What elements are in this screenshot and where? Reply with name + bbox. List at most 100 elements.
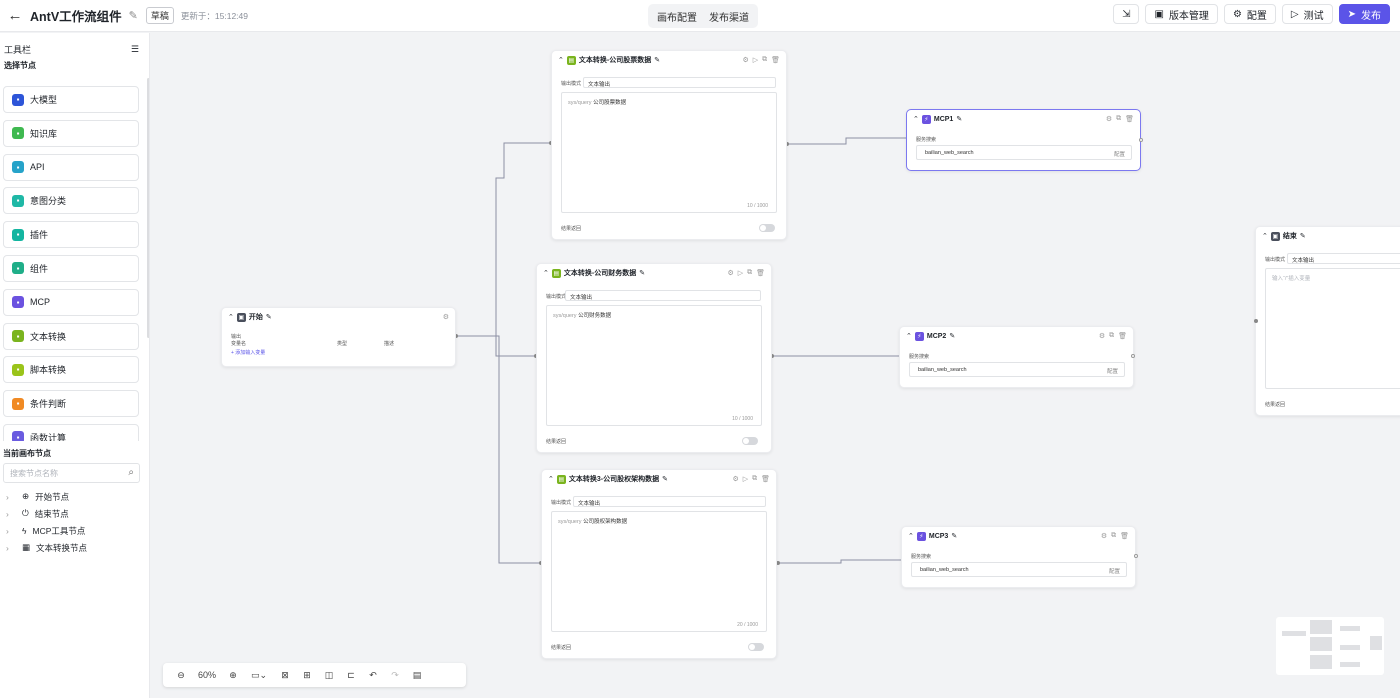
text-transform-node-2[interactable]: ⌃▤文本转换-公司财务数据✎⚙▷⧉🗑 输出模式 文本输出 sys/query 公…	[536, 263, 772, 453]
chevron-up-icon[interactable]: ⌃	[558, 57, 564, 64]
template-textarea[interactable]: sys/query 公司财务数据 10 / 1000	[546, 305, 762, 426]
chevron-right-icon[interactable]: ›	[6, 508, 9, 519]
split-icon[interactable]: ◫	[324, 669, 334, 680]
minimap[interactable]	[1276, 617, 1384, 675]
tree-item[interactable]: ›▦文本转换节点	[6, 539, 87, 556]
undo-icon[interactable]: ↶	[369, 669, 377, 680]
copy-icon[interactable]: ⧉	[1111, 532, 1117, 539]
play-icon[interactable]: ▷	[742, 476, 749, 483]
edit-icon[interactable]: ✎	[956, 116, 963, 123]
version-button[interactable]: ▣版本管理	[1145, 4, 1218, 24]
chevron-up-icon[interactable]: ⌃	[1262, 233, 1268, 240]
delete-icon[interactable]: 🗑	[756, 270, 765, 277]
edit-icon[interactable]: ✎	[265, 314, 272, 321]
fullscreen-button[interactable]: ⇲	[1113, 4, 1140, 24]
config-button[interactable]: ⚙配置	[1223, 4, 1276, 24]
palette-item[interactable]: ▪大模型	[3, 86, 139, 113]
output-textarea[interactable]: 输入“/”插入变量	[1265, 268, 1400, 389]
copy-icon[interactable]: ⧉	[1109, 332, 1115, 339]
mcp3-output-port[interactable]	[1134, 554, 1138, 558]
settings-icon[interactable]: ⚙	[732, 476, 739, 483]
chevron-up-icon[interactable]: ⌃	[908, 533, 914, 540]
palette-item[interactable]: ▪脚本转换	[3, 356, 139, 384]
delete-icon[interactable]: 🗑	[1125, 116, 1134, 123]
back-arrow-icon[interactable]: ←	[7, 7, 23, 24]
mcp2-output-port[interactable]	[1131, 354, 1135, 358]
palette-item[interactable]: ▪组件	[3, 254, 139, 282]
palette-item[interactable]: ▪意图分类	[3, 187, 139, 215]
tree-item[interactable]: ›⊕开始节点	[6, 488, 87, 505]
mode-select[interactable]: 文本输出	[1287, 253, 1400, 264]
tab-canvas-config[interactable]: 画布配置	[657, 12, 697, 24]
palette-item[interactable]: ▪知识库	[3, 119, 139, 147]
delete-icon[interactable]: 🗑	[1120, 533, 1129, 540]
copy-icon[interactable]: ⧉	[762, 56, 768, 63]
mode-select[interactable]: 文本输出	[583, 77, 776, 88]
auto-layout-icon[interactable]: ⊠	[281, 669, 289, 680]
add-input-link[interactable]: + 添加输入变量	[231, 350, 266, 356]
play-icon[interactable]: ▷	[737, 270, 744, 277]
settings-icon[interactable]: ⚙	[1105, 116, 1113, 123]
edit-icon[interactable]: ✎	[949, 333, 956, 340]
edit-icon[interactable]: ✎	[639, 270, 646, 277]
service-config-link[interactable]: 配置	[1113, 152, 1125, 158]
chevron-up-icon[interactable]: ⌃	[913, 116, 919, 123]
palette-item[interactable]: ▪条件判断	[3, 390, 139, 418]
minimap-icon[interactable]: ▤	[412, 669, 422, 680]
settings-icon[interactable]: ⚙	[1098, 333, 1106, 340]
edit-title-icon[interactable]: ✎	[128, 10, 138, 22]
template-textarea[interactable]: sys/query 公司股票数据 10 / 1000	[561, 92, 777, 213]
grid-icon[interactable]: ⊞	[303, 669, 311, 680]
tree-item[interactable]: ›⏻结束节点	[6, 505, 87, 522]
chevron-up-icon[interactable]: ⌃	[906, 333, 912, 340]
palette-item[interactable]: ▪插件	[3, 221, 139, 249]
text-transform-node-1[interactable]: ⌃▤文本转换-公司股票数据✎⚙▷⧉🗑 输出模式 文本输出 sys/query 公…	[551, 50, 787, 240]
template-textarea[interactable]: sys/query 公司股权架构数据 20 / 1000	[551, 511, 767, 632]
mode-select[interactable]: 文本输出	[565, 290, 761, 301]
align-icon[interactable]: ⊏	[347, 669, 355, 680]
edit-icon[interactable]: ✎	[951, 533, 958, 540]
start-node[interactable]: ⌃▣开始✎⚙ 输出 变量名 类型 描述 + 添加输入变量	[221, 307, 456, 367]
mode-select[interactable]: 文本输出	[573, 496, 766, 507]
result-toggle[interactable]	[742, 437, 758, 445]
list-toggle-icon[interactable]: ☰	[130, 44, 139, 54]
copy-icon[interactable]: ⧉	[1116, 115, 1122, 122]
fit-view-icon[interactable]: ▭⌄	[250, 669, 268, 680]
edit-icon[interactable]: ✎	[1299, 233, 1306, 240]
edit-icon[interactable]: ✎	[662, 476, 668, 483]
scrollbar[interactable]	[147, 78, 149, 338]
settings-icon[interactable]: ⚙	[742, 57, 749, 64]
result-toggle[interactable]	[759, 224, 775, 232]
palette-item[interactable]: ▪文本转换	[3, 322, 139, 350]
end-input-port[interactable]	[1254, 319, 1258, 323]
redo-icon[interactable]: ↷	[391, 669, 399, 680]
test-button[interactable]: ▷测试	[1281, 4, 1333, 24]
canvas[interactable]: ⌃▣开始✎⚙ 输出 变量名 类型 描述 + 添加输入变量 ⌃▤文本转换-公司股票…	[151, 33, 1400, 698]
service-config-link[interactable]: 配置	[1108, 569, 1120, 575]
copy-icon[interactable]: ⧉	[752, 475, 758, 482]
settings-icon[interactable]: ⚙	[1100, 533, 1108, 540]
delete-icon[interactable]: 🗑	[771, 57, 780, 64]
tab-publish-channel[interactable]: 发布渠道	[703, 4, 755, 28]
settings-icon[interactable]: ⚙	[727, 270, 734, 277]
chevron-right-icon[interactable]: ›	[6, 491, 9, 502]
publish-button[interactable]: ➤发布	[1338, 4, 1390, 24]
zoom-in-icon[interactable]: ⊕	[229, 669, 237, 680]
chevron-up-icon[interactable]: ⌃	[548, 476, 554, 483]
service-config-link[interactable]: 配置	[1106, 369, 1118, 375]
palette-item[interactable]: ▪API	[3, 153, 139, 181]
copy-icon[interactable]: ⧉	[747, 269, 753, 276]
chevron-right-icon[interactable]: ›	[6, 525, 9, 536]
chevron-right-icon[interactable]: ›	[6, 542, 9, 553]
edit-icon[interactable]: ✎	[654, 57, 661, 64]
result-toggle[interactable]	[748, 643, 764, 651]
palette-item[interactable]: ▪MCP	[3, 288, 139, 316]
mcp1-output-port[interactable]	[1139, 138, 1143, 142]
